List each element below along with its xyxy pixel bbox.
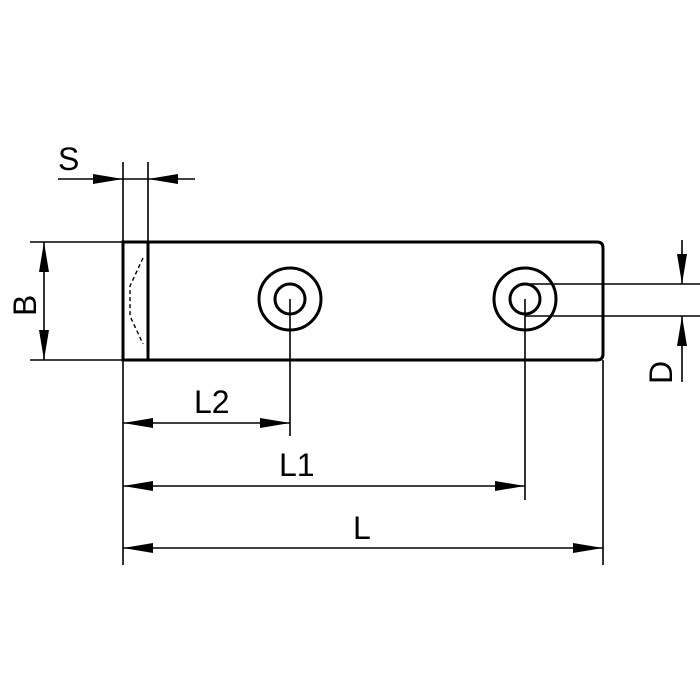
flat-bar-part	[121, 240, 605, 362]
d-arrow-top	[677, 254, 687, 284]
b-label: B	[7, 295, 43, 316]
s-label: S	[58, 141, 79, 177]
dimension-b: B	[7, 242, 49, 360]
l1-arrow-right	[495, 481, 525, 491]
l2-label: L2	[194, 384, 230, 420]
b-arrow-bottom	[39, 330, 49, 360]
s-arrow-left	[93, 174, 123, 184]
b-arrow-top	[39, 242, 49, 272]
l2-arrow-left	[123, 418, 153, 428]
hidden-chamfer-line	[129, 257, 144, 345]
l1-label: L1	[279, 447, 315, 483]
l2-arrow-right	[260, 418, 290, 428]
l-arrow-right	[573, 543, 603, 553]
l-arrow-left	[123, 543, 153, 553]
s-arrow-right	[148, 174, 178, 184]
d-label: D	[643, 361, 679, 384]
l-label: L	[353, 510, 371, 546]
dimension-l2: L2	[123, 384, 290, 428]
dimension-l: L	[123, 510, 603, 553]
dimension-l1: L1	[123, 447, 525, 491]
l1-arrow-left	[123, 481, 153, 491]
bar-outline	[121, 240, 605, 362]
extension-lines	[30, 162, 700, 565]
d-arrow-bottom	[677, 316, 687, 346]
dimension-s: S	[58, 141, 195, 184]
dimension-d: D	[643, 240, 687, 384]
